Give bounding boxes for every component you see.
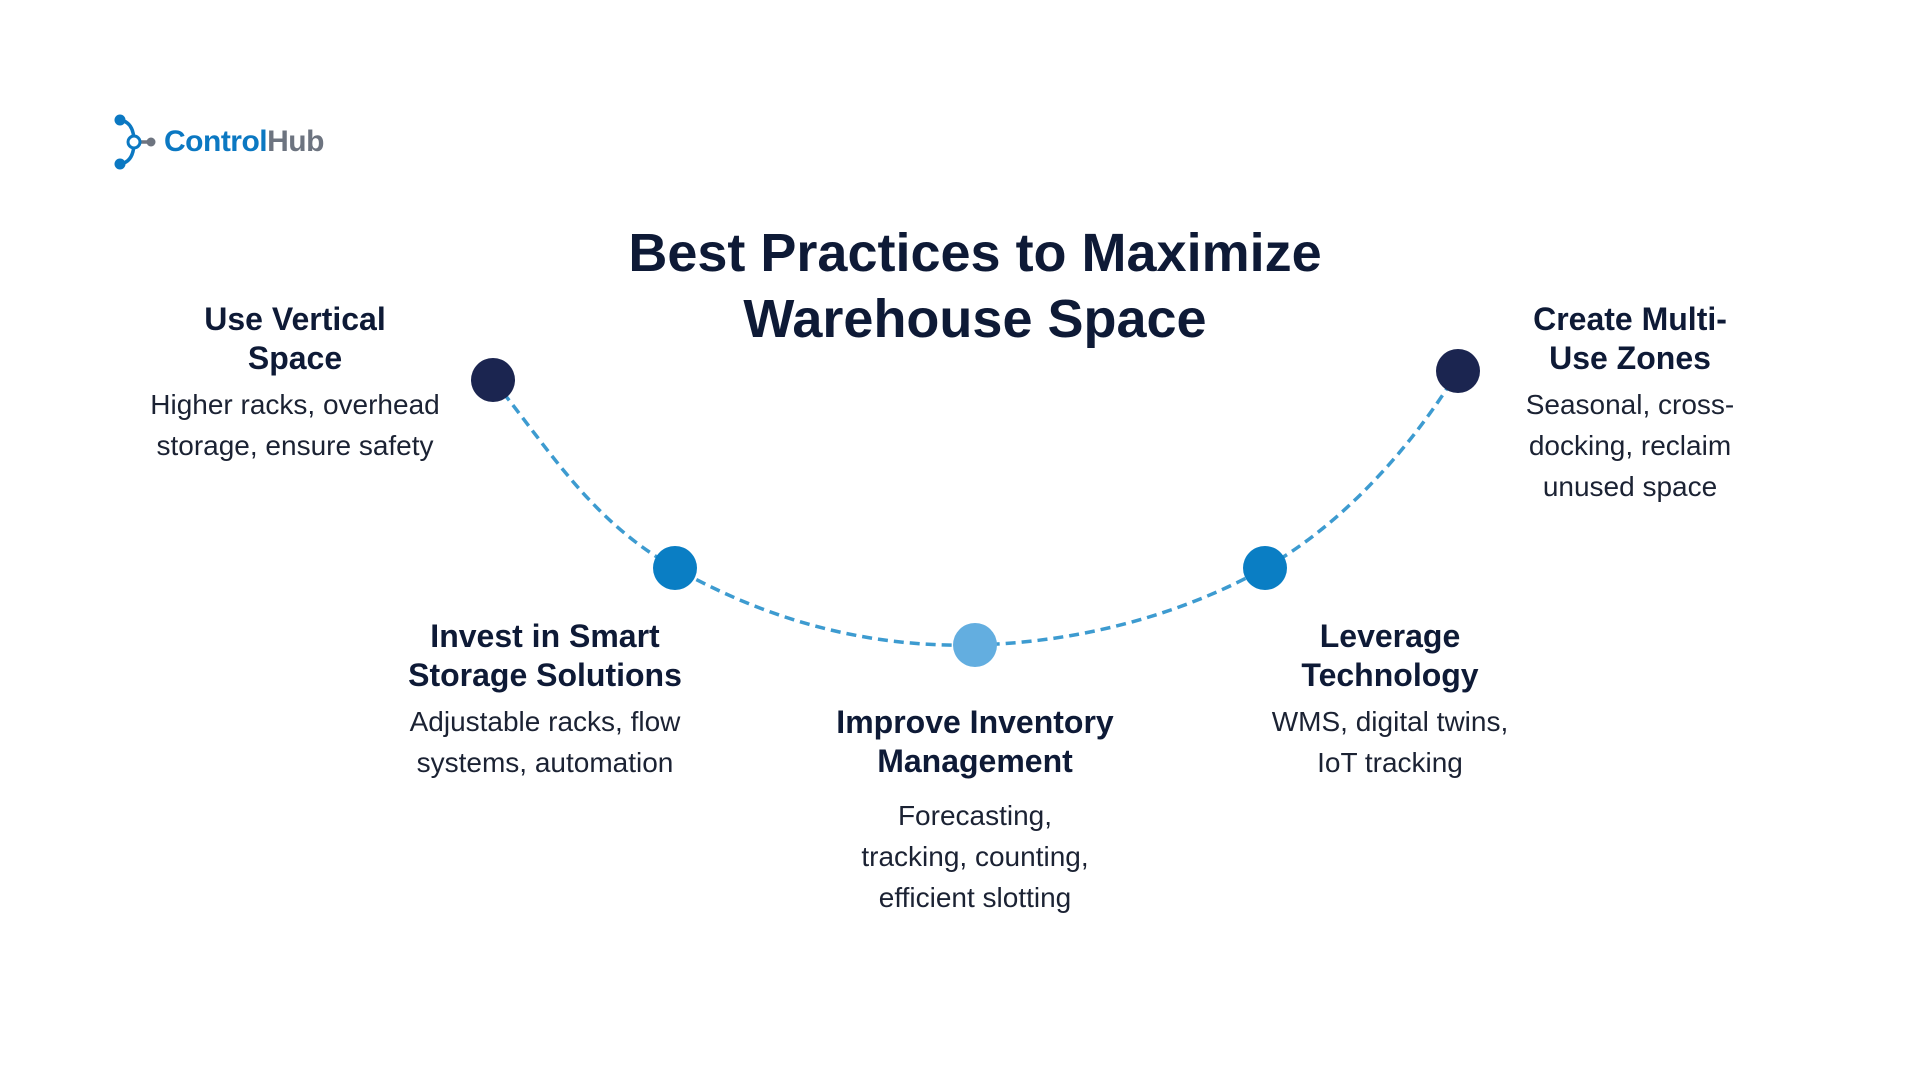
dashed-connector-path <box>491 370 1460 647</box>
stage-title-line: Technology <box>1301 657 1479 693</box>
stage-desc-line: Seasonal, cross- <box>1525 389 1735 420</box>
stage-inventory-management: Improve Inventory Management Forecasting… <box>815 703 1135 918</box>
stage-description: Higher racks, overhead storage, ensure s… <box>130 384 460 466</box>
stage-leverage-technology: Leverage Technology WMS, digital twins, … <box>1240 617 1540 783</box>
logo-text-hub: Hub <box>267 125 324 158</box>
stage-node-2 <box>653 546 697 590</box>
stage-smart-storage: Invest in Smart Storage Solutions Adjust… <box>385 617 705 783</box>
stage-title: Create Multi- Use Zones <box>1495 300 1765 378</box>
stage-desc-line: Adjustable racks, flow <box>409 706 681 737</box>
stage-description: Adjustable racks, flow systems, automati… <box>385 701 705 783</box>
stage-title-line: Management <box>877 743 1073 779</box>
stage-title: Use Vertical Space <box>130 300 460 378</box>
stage-desc-line: storage, ensure safety <box>156 430 434 461</box>
stage-desc-line: Higher racks, overhead <box>150 389 440 420</box>
stage-description: WMS, digital twins, IoT tracking <box>1240 701 1540 783</box>
stage-title-line: Storage Solutions <box>408 657 682 693</box>
stage-node-5 <box>1436 349 1480 393</box>
stage-title-line: Invest in Smart <box>430 618 660 654</box>
title-line-1: Best Practices to Maximize <box>628 223 1322 283</box>
stage-node-1 <box>471 358 515 402</box>
stage-title-line: Use Zones <box>1549 340 1711 376</box>
stage-title-line: Use Vertical <box>204 301 386 337</box>
stage-description: Seasonal, cross- docking, reclaim unused… <box>1495 384 1765 507</box>
stage-multi-use-zones: Create Multi- Use Zones Seasonal, cross-… <box>1495 300 1765 507</box>
title-line-2: Warehouse Space <box>743 289 1207 349</box>
stage-desc-line: WMS, digital twins, <box>1271 706 1509 737</box>
stage-desc-line: efficient slotting <box>878 882 1072 913</box>
stage-title-line: Leverage <box>1319 618 1461 654</box>
stage-use-vertical-space: Use Vertical Space Higher racks, overhea… <box>130 300 460 466</box>
stage-node-3 <box>953 623 997 667</box>
stage-node-4 <box>1243 546 1287 590</box>
stage-title-line: Create Multi- <box>1533 301 1727 337</box>
stage-title: Invest in Smart Storage Solutions <box>385 617 705 695</box>
stage-title-line: Improve Inventory <box>836 704 1114 740</box>
stage-title: Leverage Technology <box>1240 617 1540 695</box>
logo-wordmark: ControlHub <box>164 127 324 157</box>
stage-desc-line: unused space <box>1542 471 1718 502</box>
stage-desc-line: docking, reclaim <box>1528 430 1732 461</box>
stage-title: Improve Inventory Management <box>815 703 1135 781</box>
stage-desc-line: IoT tracking <box>1317 747 1463 778</box>
stage-description: Forecasting, tracking, counting, efficie… <box>815 795 1135 918</box>
stage-title-line: Space <box>247 340 343 376</box>
stage-desc-line: tracking, counting, <box>861 841 1089 872</box>
stage-desc-line: Forecasting, <box>897 800 1053 831</box>
page-title: Best Practices to Maximize Warehouse Spa… <box>560 220 1390 352</box>
network-node-icon <box>114 114 156 170</box>
logo-text-control: Control <box>164 125 268 158</box>
controlhub-logo[interactable]: ControlHub <box>112 112 324 172</box>
stage-desc-line: systems, automation <box>416 747 674 778</box>
